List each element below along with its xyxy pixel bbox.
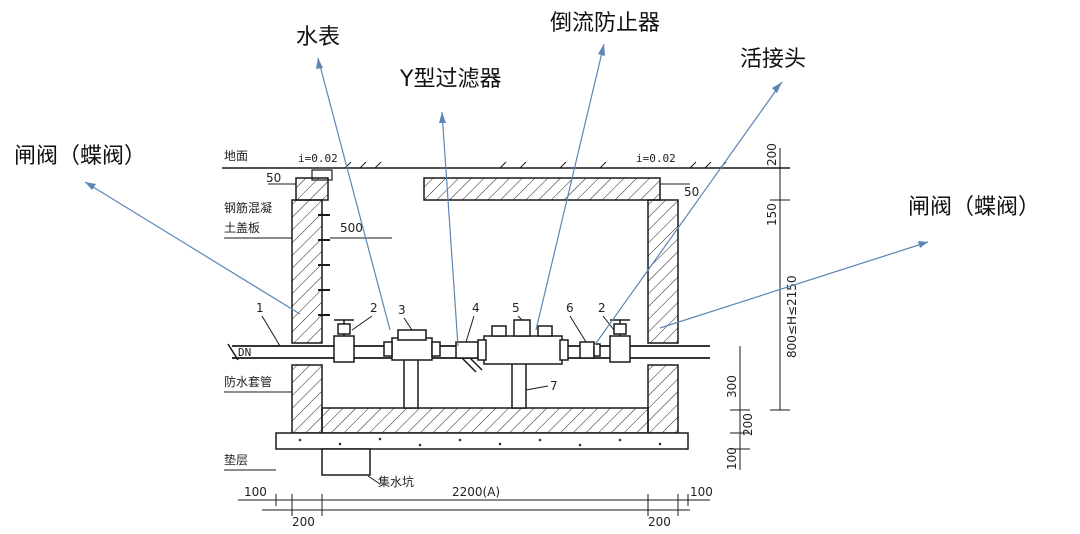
slope-label-left: i=0.02 [298, 152, 338, 165]
dim-100-bottom-left: 100 [244, 485, 267, 499]
cushion-layer [275, 432, 689, 450]
callout-y-strainer: Y型过滤器 [399, 67, 501, 92]
dim-height-range: 800≤H≤2150 [785, 275, 799, 358]
water-meter-symbol [383, 329, 441, 361]
dim-200-bottom-right: 200 [648, 515, 671, 529]
cover-label-line1: 钢筋混凝 [224, 200, 272, 215]
dimension-lines [238, 148, 790, 516]
dim-300: 300 [725, 375, 739, 398]
callout-water-meter: 水表 [296, 25, 340, 50]
callout-arrowheads [85, 44, 928, 248]
sleeve-label: 防水套管 [224, 374, 272, 389]
sump-label: 集水坑 [378, 474, 414, 489]
part-number-4: 4 [472, 301, 480, 315]
union-joint-symbol [579, 341, 601, 359]
cushion-aggregate [298, 437, 662, 447]
dim-2200: 2200(A) [452, 485, 500, 499]
callout-backflow-preventer: 倒流防止器 [550, 11, 660, 36]
cover-slab-left [295, 177, 329, 201]
part-number-2-left: 2 [370, 301, 378, 315]
part-number-5: 5 [512, 301, 520, 315]
part-number-6: 6 [566, 301, 574, 315]
dn-label: DN [238, 346, 251, 359]
cushion-label: 垫层 [224, 452, 248, 467]
dim-500: 500 [340, 221, 363, 235]
sump-pit [321, 448, 371, 476]
dim-150: 150 [765, 203, 779, 226]
part-number-7: 7 [550, 379, 558, 393]
meter-support [403, 357, 419, 409]
dim-200-mid: 200 [741, 413, 755, 436]
dim-200-bottom-left: 200 [292, 515, 315, 529]
dim-50-right: 50 [684, 185, 699, 199]
ground-line [222, 161, 790, 169]
ground-label: 地面 [224, 149, 248, 163]
callout-leaders [84, 43, 929, 347]
part-number-2-right: 2 [598, 301, 606, 315]
dim-100-right: 100 [725, 447, 739, 470]
callout-gate-valve-right: 闸阀（蝶阀） [908, 195, 1040, 220]
gate-valve-left-symbol [333, 319, 355, 363]
part-number-3: 3 [398, 303, 406, 317]
part-leaders [261, 315, 615, 391]
dim-100-bottom-right: 100 [690, 485, 713, 499]
floor-slab [321, 407, 649, 434]
backflow-support [511, 357, 527, 409]
wall-right-upper [647, 199, 679, 344]
slope-label-right: i=0.02 [636, 152, 676, 165]
manhole-block [311, 169, 333, 181]
callout-gate-valve-left: 闸阀（蝶阀） [14, 144, 146, 169]
sump-leader [367, 475, 381, 485]
ladder-rungs [318, 214, 330, 316]
dim-50-left: 50 [266, 171, 281, 185]
wall-right-lower [647, 364, 679, 434]
cover-slab-middle [423, 177, 661, 201]
wall-left-lower [291, 364, 323, 434]
cover-label-line2: 土盖板 [224, 221, 260, 235]
y-strainer-symbol [455, 341, 483, 373]
callout-union-joint: 活接头 [740, 47, 806, 72]
gate-valve-right-symbol [609, 319, 631, 363]
wall-left-upper [291, 199, 323, 344]
part-number-1: 1 [256, 301, 264, 315]
dim-200-top: 200 [765, 143, 779, 166]
backflow-preventer-symbol [477, 319, 569, 365]
